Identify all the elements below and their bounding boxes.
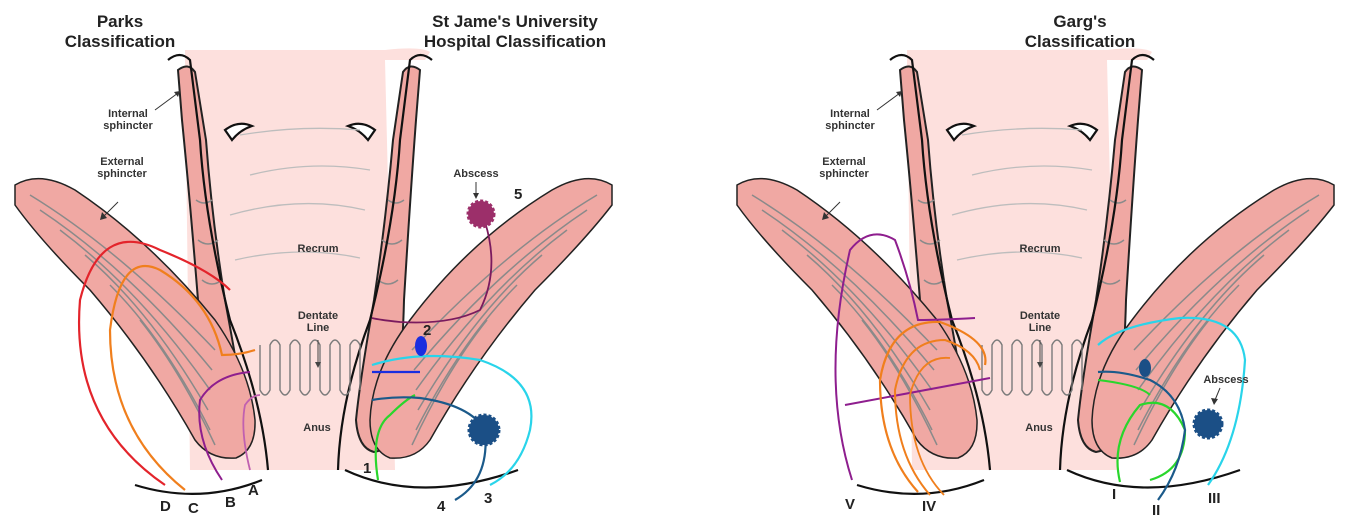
anus-label-right: Anus [1014, 422, 1064, 434]
external-line2: sphincter [92, 168, 152, 180]
title-garg-line1: Garg's [1015, 12, 1145, 32]
anus-label: Anus [292, 422, 342, 434]
sj-label-4: 4 [437, 498, 445, 515]
title-garg: Garg's Classification [1015, 12, 1145, 52]
dentate-line-label: Dentate Line [288, 310, 348, 334]
garg-abscess-navy [1194, 410, 1222, 438]
title-garg-line2: Classification [1015, 32, 1145, 52]
sj-abscess-purple [468, 201, 494, 227]
external-sphincter-label: External sphincter [92, 156, 152, 180]
parks-label-b: B [225, 494, 236, 511]
parks-label-a: A [248, 482, 259, 499]
garg-dark-abscess [1139, 359, 1151, 377]
dentate-line2: Line [288, 322, 348, 334]
dentate-line1-right: Dentate [1010, 310, 1070, 322]
parks-label-c: C [188, 500, 199, 517]
internal-line2: sphincter [98, 120, 158, 132]
sj-label-5: 5 [514, 186, 522, 203]
sj-label-1: 1 [363, 460, 371, 477]
internal-line1: Internal [98, 108, 158, 120]
dentate-line1: Dentate [288, 310, 348, 322]
garg-label-iii: III [1208, 490, 1221, 507]
garg-label-ii: II [1152, 502, 1160, 519]
title-parks-line1: Parks [55, 12, 185, 32]
title-parks-line2: Classification [55, 32, 185, 52]
sj-label-3: 3 [484, 490, 492, 507]
external-sphincter-label-right: External sphincter [814, 156, 874, 180]
abscess-label: Abscess [446, 168, 506, 180]
garg-label-i: I [1112, 486, 1116, 503]
external-line2-right: sphincter [814, 168, 874, 180]
dentate-line2-right: Line [1010, 322, 1070, 334]
rectum-label-right: Recrum [1005, 243, 1075, 255]
external-line1-right: External [814, 156, 874, 168]
external-line1: External [92, 156, 152, 168]
sj-label-2: 2 [423, 322, 431, 339]
sj-abscess-navy [469, 415, 499, 445]
sj-blue-abscess [415, 336, 427, 356]
parks-label-d: D [160, 498, 171, 515]
garg-label-iv: IV [922, 498, 936, 515]
title-sj-line2: Hospital Classification [405, 32, 625, 52]
internal-line2-right: sphincter [820, 120, 880, 132]
internal-sphincter-label: Internal sphincter [98, 108, 158, 132]
title-st-james: St Jame's University Hospital Classifica… [405, 12, 625, 52]
dentate-line-label-right: Dentate Line [1010, 310, 1070, 334]
internal-line1-right: Internal [820, 108, 880, 120]
garg-label-v: V [845, 496, 855, 513]
internal-sphincter-label-right: Internal sphincter [820, 108, 880, 132]
abscess-label-right: Abscess [1196, 374, 1256, 386]
title-sj-line1: St Jame's University [405, 12, 625, 32]
title-parks: Parks Classification [55, 12, 185, 52]
rectum-label: Recrum [283, 243, 353, 255]
